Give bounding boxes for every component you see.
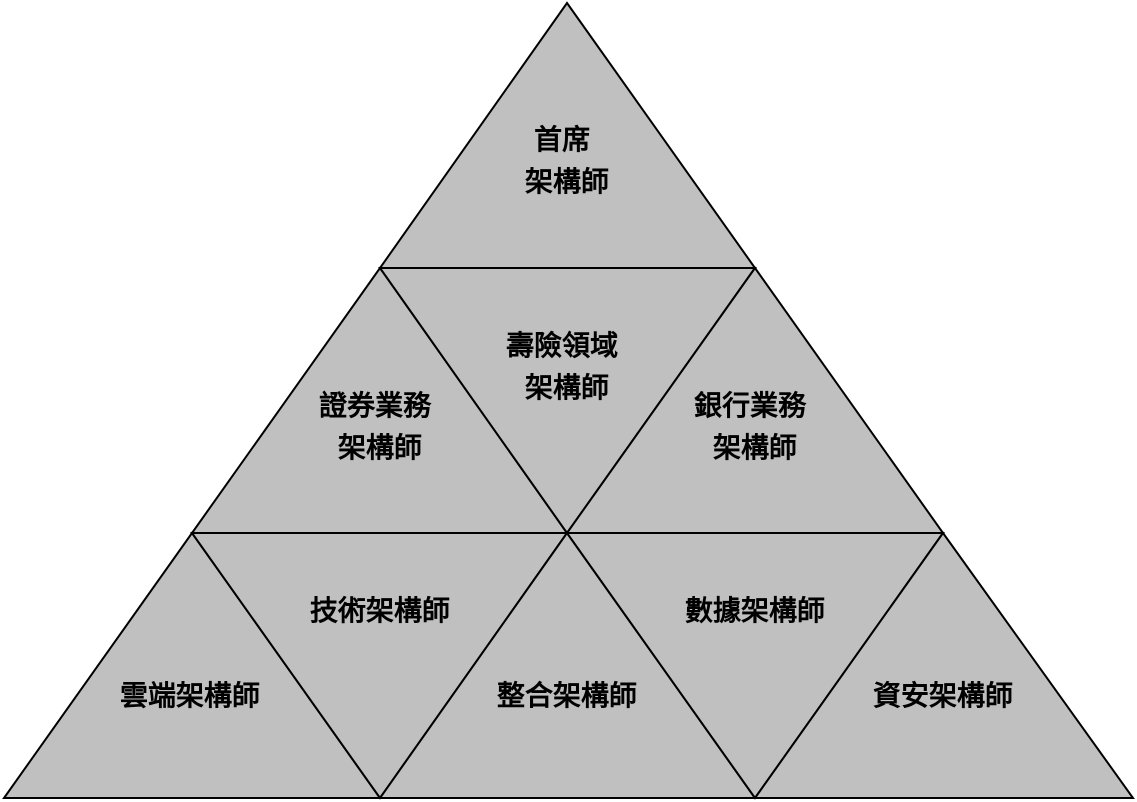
label-technical-architect: 技術架構師 <box>310 594 450 627</box>
label-cloud-architect: 雲端架構師 <box>120 679 260 712</box>
label-line: 首席 <box>534 123 590 156</box>
label-line: 證券業務 <box>319 389 432 422</box>
label-line: 架構師 <box>338 431 422 464</box>
label-line: 銀行業務 <box>694 389 807 422</box>
label-line: 壽險領域 <box>506 329 618 362</box>
label-line: 架構師 <box>713 431 797 464</box>
label-life-insurance-architect: 壽險領域 架構師 <box>506 329 628 404</box>
label-securities-architect: 證券業務 架構師 <box>319 389 441 464</box>
label-line: 架構師 <box>525 371 609 404</box>
label-integration-architect: 整合架構師 <box>497 679 637 712</box>
pyramid-cell-security-architect <box>753 531 1135 799</box>
label-chief-architect: 首席 架構師 <box>525 123 609 198</box>
label-line: 架構師 <box>525 165 609 198</box>
label-banking-architect: 銀行業務 架構師 <box>694 389 816 464</box>
label-data-architect: 數據架構師 <box>685 594 825 627</box>
label-security-architect: 資安架構師 <box>873 679 1013 712</box>
